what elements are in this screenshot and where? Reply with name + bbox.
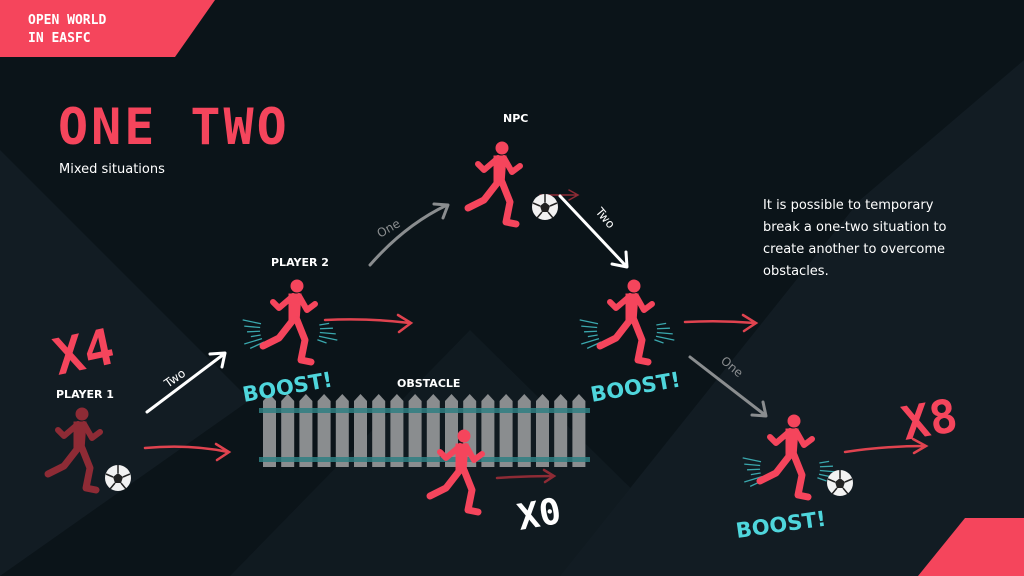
burst-line xyxy=(819,465,833,468)
npc-label: NPC xyxy=(503,112,528,125)
fence-picket xyxy=(572,394,586,467)
soccer-ball-icon xyxy=(826,469,854,497)
header-tag-line2: IN EASFC xyxy=(28,31,91,46)
player2-runner-icon xyxy=(263,280,315,362)
burst-line xyxy=(587,334,598,338)
player2-label: PLAYER 2 xyxy=(271,256,329,269)
burst-line xyxy=(656,327,670,330)
boost-runner-icon xyxy=(600,280,652,362)
red-arrow xyxy=(323,313,414,334)
movement-arrows xyxy=(143,189,929,484)
fence-picket xyxy=(263,394,276,467)
fence-picket xyxy=(317,394,331,467)
fence-picket xyxy=(335,394,349,467)
fence-picket xyxy=(408,394,422,467)
burst-line xyxy=(656,322,667,326)
note-line: create another to overcome xyxy=(763,242,945,257)
multiplier-x4: X4 xyxy=(48,317,119,386)
soccer-ball-icon xyxy=(531,193,559,221)
red-arrow xyxy=(843,437,929,455)
red-arrow xyxy=(683,313,759,333)
fence-picket xyxy=(281,394,295,467)
burst-line xyxy=(819,460,830,464)
burst-line xyxy=(250,334,261,338)
burst-line xyxy=(747,468,761,471)
burst-line xyxy=(581,337,600,345)
burst-line xyxy=(744,463,761,467)
burst-line xyxy=(244,325,261,329)
note-line: break a one-two situation to xyxy=(763,220,947,235)
header-tag-line1: OPEN WORLD xyxy=(28,13,106,28)
note-line: It is possible to temporary xyxy=(763,198,934,213)
header-tag xyxy=(0,0,215,57)
fence-picket xyxy=(372,394,386,467)
burst-line xyxy=(319,322,330,326)
fence-picket xyxy=(517,394,531,467)
burst-line xyxy=(750,472,761,476)
corner-accent xyxy=(918,518,1024,576)
burst-line xyxy=(819,469,836,473)
pass-arrow-two xyxy=(145,351,227,414)
burst-line xyxy=(584,330,598,333)
pass-label: Two xyxy=(592,204,618,231)
burst-line xyxy=(247,330,261,333)
obstacle-label: OBSTACLE xyxy=(397,377,460,390)
pass-arrow-one xyxy=(368,202,450,267)
burst-line xyxy=(317,339,327,344)
burst-line xyxy=(744,475,763,483)
burst-line xyxy=(817,477,827,482)
fence-picket xyxy=(536,394,549,467)
boost-label: BOOST! xyxy=(589,368,683,407)
fence-rail xyxy=(259,457,590,462)
fence-picket xyxy=(354,394,367,467)
multiplier-x0: X0 xyxy=(514,491,564,539)
note-line: obstacles. xyxy=(763,264,829,279)
fence-picket xyxy=(426,394,440,467)
red-arrow xyxy=(495,468,557,484)
pass-arrow-one xyxy=(688,355,768,418)
burst-line xyxy=(742,457,762,463)
player1-label: PLAYER 1 xyxy=(56,388,114,401)
burst-line xyxy=(654,339,664,344)
page-subtitle: Mixed situations xyxy=(59,162,165,177)
multiplier-x8: X8 xyxy=(898,388,962,451)
fence-picket xyxy=(299,394,313,467)
burst-line xyxy=(655,335,675,341)
boost-bursts xyxy=(242,319,838,487)
npc-runner-icon xyxy=(468,142,520,224)
burst-line xyxy=(318,335,338,341)
burst-line xyxy=(319,331,336,335)
fence-picket xyxy=(554,394,568,467)
burst-line xyxy=(579,319,599,325)
fence-rail xyxy=(259,408,590,413)
burst-line xyxy=(242,319,262,325)
burst-line xyxy=(244,337,263,345)
obstacle-fence xyxy=(259,394,590,467)
soccer-ball-icon xyxy=(104,464,132,492)
pass-arrows xyxy=(145,194,768,418)
fence-picket xyxy=(390,394,404,467)
burst-line xyxy=(319,327,333,330)
pass-arrow-two xyxy=(558,194,629,269)
burst-line xyxy=(581,325,598,329)
page-title: ONE TWO xyxy=(58,98,290,156)
burst-line xyxy=(656,331,673,335)
red-arrow xyxy=(143,442,232,462)
fence-picket xyxy=(499,394,513,467)
